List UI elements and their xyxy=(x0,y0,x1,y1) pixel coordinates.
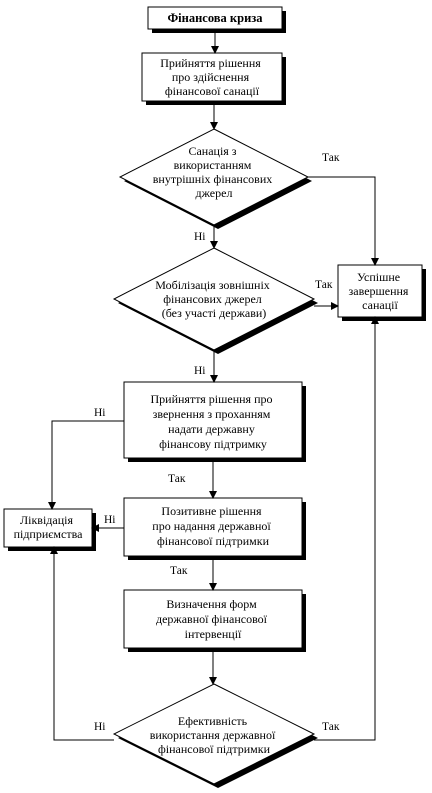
edge-appeal-no-to-liquidation xyxy=(48,420,124,510)
node-financial-crisis: Фінансова криза xyxy=(147,6,286,33)
node-internal-sources-label: Санація з використанням внутрішніх фінан… xyxy=(153,144,276,200)
edges xyxy=(48,29,379,741)
node-liquidation-label: Ліквідація підприємства xyxy=(14,513,84,541)
edge-label-appeal-no: Ні xyxy=(94,407,106,419)
node-external-sources-label: Мобілізація зовнішніх фінансових джерел … xyxy=(155,278,273,320)
edge-efficiency-yes-to-success xyxy=(314,316,379,741)
node-forms-intervention: Визначення форм державної фінансової інт… xyxy=(123,589,306,652)
node-internal-sources: Санація з використанням внутрішніх фінан… xyxy=(118,128,312,229)
node-appeal-state-label: Прийняття рішення про звернення з прохан… xyxy=(151,392,276,451)
node-positive-decision-label: Позитивне рішення про надання державної … xyxy=(152,504,273,548)
edge-labels: Так Ні Так Ні Ні Так Ні Так Ні Так xyxy=(94,152,340,733)
edge-label-efficiency-yes: Так xyxy=(322,721,340,733)
node-financial-crisis-label: Фінансова криза xyxy=(167,11,263,25)
node-decision-sanation: Прийняття рішення про здійснення фінансо… xyxy=(141,52,286,105)
edge-label-internal-yes: Так xyxy=(322,152,340,164)
node-positive-decision: Позитивне рішення про надання державної … xyxy=(123,497,306,560)
node-efficiency: Ефективність використання державної фіна… xyxy=(112,683,318,788)
edge-label-positive-no: Ні xyxy=(104,514,116,526)
edge-label-internal-no: Ні xyxy=(194,231,206,243)
node-forms-intervention-label: Визначення форм державної фінансової інт… xyxy=(156,597,270,641)
edge-label-external-yes: Так xyxy=(315,279,333,291)
edge-internal-yes-to-success xyxy=(308,176,379,266)
edge-label-external-no: Ні xyxy=(194,365,206,377)
node-liquidation: Ліквідація підприємства xyxy=(3,508,96,551)
node-efficiency-label: Ефективність використання державної фіна… xyxy=(150,714,279,756)
node-decision-sanation-label: Прийняття рішення про здійснення фінансо… xyxy=(160,56,264,98)
edge-label-appeal-yes: Так xyxy=(168,473,186,485)
edge-label-efficiency-no: Ні xyxy=(94,721,106,733)
node-appeal-state: Прийняття рішення про звернення з прохан… xyxy=(123,381,306,462)
edge-label-positive-yes: Так xyxy=(170,565,188,577)
node-external-sources: Мобілізація зовнішніх фінансових джерел … xyxy=(112,247,318,354)
edge-efficiency-no-to-liquidation xyxy=(50,546,114,741)
node-success: Успішне завершення санації xyxy=(337,264,426,321)
node-success-label: Успішне завершення санації xyxy=(349,270,412,312)
